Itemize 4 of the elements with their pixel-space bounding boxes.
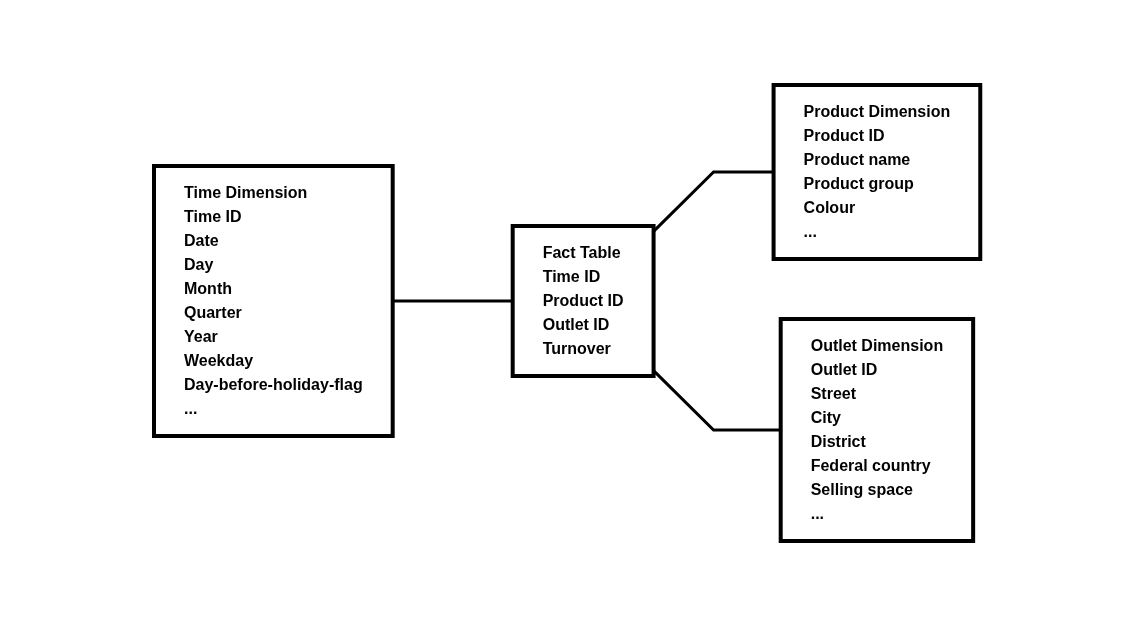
- node-box: Fact Table Time ID Product ID Outlet ID Turnover: [511, 223, 656, 378]
- node-box: Time Dimension Time ID Date Day Month Quarter Year Weekday Day-before-holiday-flag ...: [152, 163, 396, 438]
- node-box: Product Dimension Product ID Product name Product group Colour ...: [771, 82, 983, 261]
- node-box: Outlet Dimension Outlet ID Street City District Federal country Selling space ...: [779, 316, 976, 543]
